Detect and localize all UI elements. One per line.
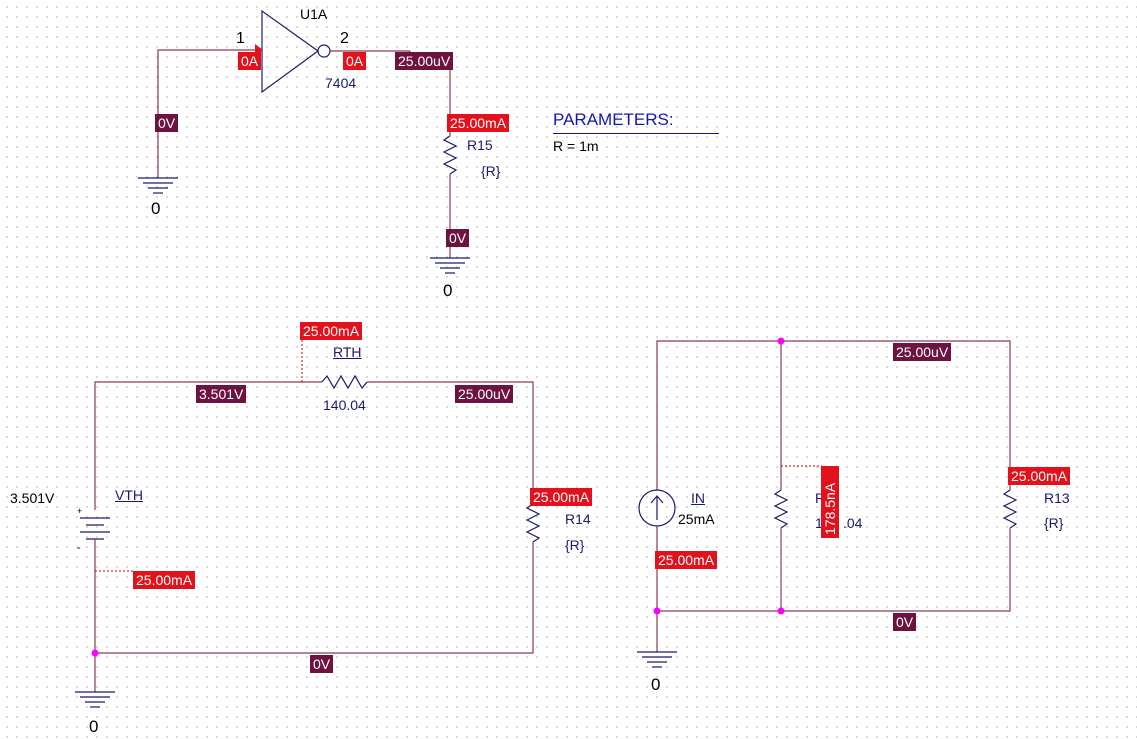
ground-label: 0 — [651, 675, 661, 694]
voltage-marker[interactable]: 25.00uV — [455, 385, 514, 403]
minus-sign: - — [77, 542, 81, 554]
current-marker[interactable]: 25.00mA — [133, 571, 196, 589]
voltage-marker[interactable]: 0V — [446, 229, 470, 247]
ground-icon — [138, 177, 178, 194]
ground-icon — [637, 651, 677, 668]
inverter-circuit — [138, 9, 470, 274]
r14-value: {R} — [565, 537, 585, 553]
r13-ref: R13 — [1044, 490, 1070, 506]
rn-ref: R — [815, 490, 825, 506]
current-marker[interactable]: 0A — [238, 52, 262, 70]
rn-resistor[interactable] — [773, 489, 789, 529]
voltage-marker[interactable]: 3.501V — [196, 385, 247, 403]
wire — [157, 49, 262, 178]
vth-ref: VTH — [115, 487, 143, 503]
vth-value: 3.501V — [10, 490, 55, 506]
rth-ref: RTH — [333, 344, 362, 360]
current-marker[interactable]: 25.00mA — [447, 114, 510, 132]
r13-value: {R} — [1044, 515, 1064, 531]
thevenin-circuit — [75, 340, 541, 708]
wire — [657, 528, 1011, 612]
r15-ref: R15 — [467, 137, 493, 153]
junction-dot — [777, 607, 785, 615]
ground-icon — [430, 257, 470, 274]
junction-dot — [91, 649, 99, 657]
current-marker[interactable]: 25.00mA — [655, 551, 718, 569]
ground-label: 0 — [89, 717, 99, 736]
voltage-marker[interactable]: 0V — [155, 114, 179, 132]
voltage-marker[interactable]: 0V — [893, 613, 917, 631]
voltage-marker[interactable]: 25.00uV — [893, 343, 952, 361]
parameters-assignment: R = 1m — [553, 138, 599, 154]
arrow-head — [650, 495, 664, 504]
junction-dot — [777, 337, 785, 345]
pin-2-label: 2 — [340, 30, 349, 47]
rth-value: 140.04 — [323, 397, 366, 413]
norton-circuit — [637, 337, 1018, 668]
wire — [95, 542, 534, 654]
plus-sign: + — [77, 506, 83, 516]
ground-label: 0 — [443, 281, 453, 300]
ground-icon — [75, 691, 115, 708]
r13-resistor[interactable] — [1002, 489, 1018, 529]
wire — [656, 340, 1011, 490]
voltage-marker[interactable]: 0V — [310, 655, 334, 673]
inverter-bubble — [317, 44, 331, 58]
r15-value: {R} — [481, 163, 501, 179]
current-marker[interactable]: 0A — [343, 52, 367, 70]
pin-1-label: 1 — [236, 30, 245, 47]
current-marker[interactable]: 25.00mA — [530, 488, 593, 506]
junction-dot — [653, 607, 661, 615]
in-value: 25mA — [678, 511, 715, 527]
wire — [94, 381, 322, 510]
r14-ref: R14 — [565, 511, 591, 527]
inverter-symbol[interactable] — [261, 9, 320, 94]
current-marker[interactable]: 25.00mA — [300, 322, 363, 340]
r14-resistor[interactable] — [525, 503, 541, 543]
wire — [367, 381, 534, 490]
current-marker[interactable]: 25.00mA — [1008, 467, 1071, 485]
rn-value-suffix: .04 — [843, 515, 863, 531]
current-marker[interactable]: 178.5nA — [821, 466, 839, 538]
voltage-marker[interactable]: 25.00uV — [395, 52, 454, 70]
u1a-model: 7404 — [325, 75, 357, 91]
ground-label: 0 — [151, 199, 161, 218]
parameters-title[interactable]: PARAMETERS: — [553, 110, 674, 129]
rth-resistor[interactable] — [321, 374, 368, 390]
in-ref: IN — [691, 490, 705, 506]
parameters-underline — [553, 133, 719, 134]
r15-resistor[interactable] — [442, 135, 458, 175]
u1a-ref: U1A — [300, 6, 328, 22]
